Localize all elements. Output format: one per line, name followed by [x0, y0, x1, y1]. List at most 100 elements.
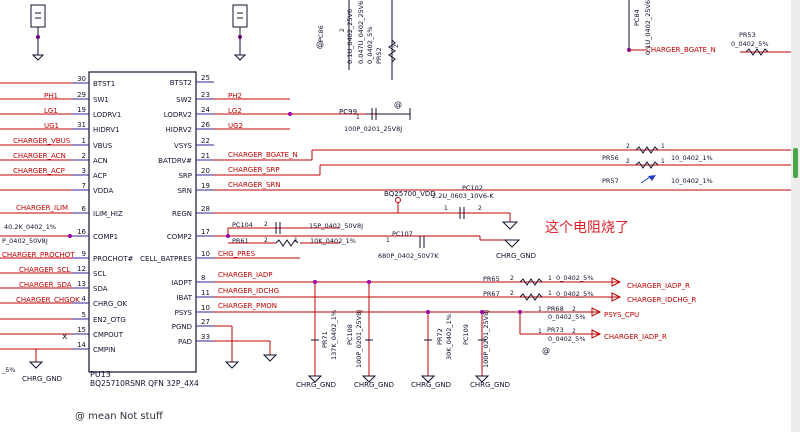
- output-port: [611, 277, 622, 287]
- ic-right-pin-number: 26: [201, 121, 210, 129]
- pc104-ref: PC104: [232, 221, 253, 229]
- pin-number-1: 1: [538, 328, 542, 335]
- ic-pu13: 3029193112376169121345151425232426222120…: [72, 71, 214, 373]
- ic-left-pin-number: 1: [82, 137, 86, 145]
- net-idchg: CHARGER_IDCHG: [218, 287, 279, 295]
- ic-right-pin-number: 21: [201, 152, 210, 160]
- ic-right-pin-number: 19: [201, 182, 210, 190]
- pin-number-2: 2: [572, 306, 576, 313]
- gnd-label-2: CHRG_GND: [354, 381, 394, 389]
- pc107-value: 680P_0402_50V7K: [378, 252, 439, 260]
- pr72-value: 30K_0402_1%: [445, 314, 453, 360]
- ic-left-pin-name: ACP: [93, 172, 107, 180]
- ic-left-pin-name: VBUS: [93, 142, 113, 150]
- net-acn: CHARGER_ACN: [13, 152, 66, 160]
- ic-right-pin-number: 23: [201, 91, 210, 99]
- pin-number-1: 1: [661, 158, 665, 165]
- ic-left-pin-number: 13: [77, 280, 86, 288]
- net-sda: CHARGER_SDA: [19, 281, 72, 289]
- pr73-net: CHARGER_IADP_R: [604, 333, 667, 341]
- ic-left-pin-number: 31: [77, 121, 86, 129]
- ic-left-pin-name: HIDRV1: [93, 126, 119, 134]
- scroll-thumb[interactable]: [793, 148, 798, 178]
- ic-right-pin-name: REGN: [172, 210, 192, 218]
- ic-left-pin-name: LODRV1: [93, 111, 121, 119]
- ic-right-pin-name: SW2: [176, 96, 192, 104]
- ic-left-pin-name: VDDA: [93, 187, 113, 195]
- pc108-ref: PC108: [346, 324, 354, 345]
- pc102-ref: PC102: [462, 184, 483, 192]
- vertical-scrollbar[interactable]: [791, 0, 800, 432]
- gnd-symbol: [262, 354, 278, 362]
- pin-number-2: 2: [626, 158, 630, 165]
- gnd-symbol-left: [28, 361, 44, 369]
- pr65-value: 0_0402_5%: [556, 274, 594, 282]
- pc108-value: 100P_0201_25V8J: [355, 310, 363, 368]
- net-ph1: PH1: [44, 92, 58, 100]
- pr57-ref: PR57: [602, 177, 619, 185]
- resistor-symbol: [388, 39, 396, 63]
- gnd-symbol: [474, 375, 490, 383]
- vdd-symbol: [395, 197, 401, 203]
- pr53-value: 0_0402_5%: [731, 40, 769, 48]
- ic-right-pin-name: IBAT: [177, 294, 193, 302]
- gnd-symbol: [307, 375, 323, 383]
- ic-left-pin-number: 19: [77, 106, 86, 114]
- pc102-value: 2.2U_0603_10V6-K: [432, 192, 494, 200]
- ic-left-pin-name: SCL: [93, 270, 106, 278]
- pr56-value: 10_0402_1%: [671, 154, 713, 162]
- ic-left-pin-number: 15: [77, 326, 86, 334]
- pr72-ref: PR72: [436, 328, 444, 345]
- pin-number-1: 1: [444, 205, 448, 212]
- ic-left-pin-name: ILIM_HIZ: [93, 210, 123, 218]
- pr67-net: CHARGER_IDCHG_R: [627, 296, 697, 304]
- gnd-symbol-top: [233, 54, 247, 61]
- ic-left-pin-name: ACN: [93, 157, 108, 165]
- pr65-ref: PR65: [483, 275, 500, 283]
- wires-layer: [0, 35, 800, 376]
- gnd-symbol: [501, 221, 519, 230]
- ic-right-pin-number: 10: [201, 250, 210, 258]
- res-top-value: 0_0402_5%: [366, 27, 374, 65]
- pc109-value: 100P_0201_25V8J: [482, 310, 490, 368]
- pr65-resistor: [519, 278, 543, 286]
- pr73-value: 0_0402_5%: [548, 335, 586, 343]
- pin-number-2: 2: [572, 328, 576, 335]
- ic-right-pin-number: 24: [201, 106, 210, 114]
- ic-left-pin-name: CMPOUT: [93, 331, 124, 339]
- junction-dot: [226, 234, 230, 238]
- pr61-value: 10K_0402_1%: [310, 237, 356, 245]
- ic-left-pin-name: CHRG_OK: [93, 300, 127, 308]
- ic-left-pin-number: 14: [77, 341, 86, 349]
- ic-left-pin-number: 2: [82, 152, 86, 160]
- junction-dot: [367, 280, 371, 284]
- pin-number-2: 2: [510, 290, 514, 297]
- ic-left-pin-name: SDA: [93, 285, 108, 293]
- ic-left-pin-number: 12: [77, 265, 86, 273]
- vdd-label: BQ25700_VDD: [384, 190, 436, 198]
- ic-right-pin-name: SRP: [178, 172, 192, 180]
- net-lg1: LG1: [44, 107, 58, 115]
- pin-number-1: 1: [548, 290, 552, 297]
- net-bgate-n: CHARGER_BGATE_N: [228, 151, 298, 159]
- pin-number-1: 1: [538, 306, 542, 313]
- pr57-resistor: [635, 161, 659, 169]
- pc104-value: 15P_0402_50V8J: [309, 222, 363, 230]
- net-prochot: CHARGER_PROCHOT: [2, 251, 75, 259]
- net-iadp: CHARGER_IADP: [218, 271, 272, 279]
- ic-left-pin-name: EN2_OTG: [93, 316, 126, 324]
- ic-right-pin-name: IADPT: [171, 279, 192, 287]
- pc84-ref: PC84: [633, 9, 641, 26]
- net-ug2: UG2: [228, 122, 243, 130]
- ic-right-pin-number: 25: [201, 74, 210, 82]
- ic-part: BQ25710RSNR QFN 32P_4X4: [90, 379, 199, 388]
- pin-number-1: 1: [356, 114, 360, 121]
- pr53-ref: PR53: [739, 31, 756, 39]
- no-connect-marker: x: [62, 332, 68, 342]
- pin-number-2: 2: [264, 221, 268, 228]
- pin-number-2: 2: [510, 275, 514, 282]
- pr56-ref: PR56: [602, 154, 619, 162]
- junction-dot: [288, 112, 292, 116]
